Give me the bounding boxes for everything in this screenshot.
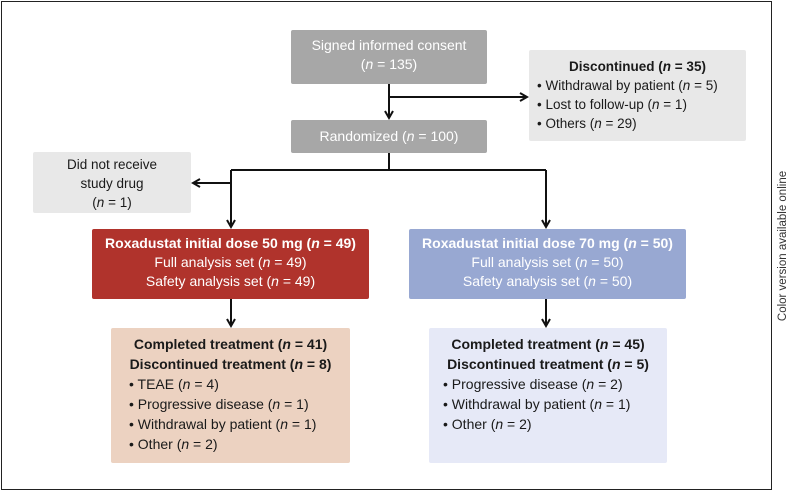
outcome-70mg-completed: Completed treatment (n = 45) (451, 336, 645, 352)
outcome-70mg-discontinued: Discontinued treatment (n = 5) (447, 356, 649, 372)
outcome-70mg-item: • Withdrawal by patient (n = 1) (443, 396, 631, 412)
outcome-50mg-item: • TEAE (n = 4) (129, 376, 219, 392)
outcome-70mg-item: • Other (n = 2) (443, 416, 532, 432)
arm-70mg-full-set: Full analysis set (n = 50) (471, 254, 624, 270)
randomized-label: Randomized (n = 100) (319, 128, 459, 144)
arm-50mg-box: Roxadustat initial dose 50 mg (n = 49) F… (92, 229, 369, 299)
no-drug-line1: Did not receive (66, 157, 158, 172)
outcome-70mg-item: • Progressive disease (n = 2) (443, 376, 623, 392)
discontinued-item: • Lost to follow-up (n = 1) (537, 97, 687, 112)
consent-box: Signed informed consent (n = 135) (291, 30, 487, 84)
outcome-50mg-item: • Withdrawal by patient (n = 1) (129, 416, 317, 432)
outcome-50mg-completed: Completed treatment (n = 41) (133, 336, 328, 352)
color-version-text: Color version available online (777, 170, 789, 322)
no-drug-count: (n = 1) (92, 195, 132, 210)
outcome-70mg-box: Completed treatment (n = 45) Discontinue… (429, 328, 667, 463)
outcome-50mg-discontinued: Discontinued treatment (n = 8) (129, 356, 332, 372)
arm-70mg-title: Roxadustat initial dose 70 mg (n = 50) (422, 235, 673, 251)
outcome-50mg-item: • Progressive disease (n = 1) (129, 396, 309, 412)
discontinued-item: • Others (n = 29) (537, 116, 637, 131)
discontinued-title: Discontinued (n = 35) (569, 59, 706, 74)
diagram-frame (1, 1, 772, 490)
arm-70mg-box: Roxadustat initial dose 70 mg (n = 50) F… (409, 229, 686, 299)
consent-title: Signed informed consent (311, 37, 467, 53)
consent-count: (n = 135) (360, 56, 418, 72)
discontinued-box: Discontinued (n = 35) • Withdrawal by pa… (529, 50, 746, 141)
outcome-50mg-box: Completed treatment (n = 41) Discontinue… (111, 328, 350, 463)
discontinued-item: • Withdrawal by patient (n = 5) (537, 78, 718, 93)
no-drug-line2: study drug (80, 176, 144, 191)
no-drug-box: Did not receive study drug (n = 1) (33, 152, 191, 213)
outcome-50mg-item: • Other (n = 2) (129, 436, 218, 452)
arm-50mg-full-set: Full analysis set (n = 49) (154, 254, 307, 270)
arm-70mg-safety-set: Safety analysis set (n = 50) (462, 273, 633, 289)
arm-50mg-title: Roxadustat initial dose 50 mg (n = 49) (105, 235, 356, 251)
arm-50mg-safety-set: Safety analysis set (n = 49) (145, 273, 316, 289)
randomized-box: Randomized (n = 100) (291, 120, 487, 153)
